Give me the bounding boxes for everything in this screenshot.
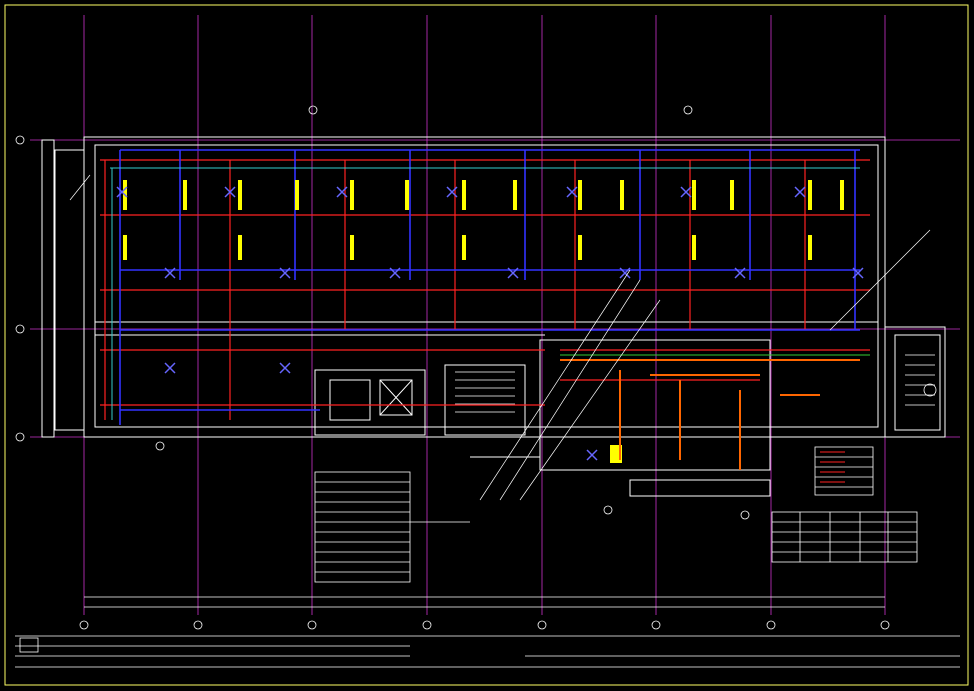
dimension-line xyxy=(84,596,885,608)
stair-icon xyxy=(455,354,935,413)
building-walls xyxy=(41,136,946,497)
title-block xyxy=(15,635,960,668)
drawing-border xyxy=(4,4,969,686)
schedule-table-left xyxy=(314,471,470,583)
north-arrow-icon xyxy=(923,383,937,397)
legend-table-right xyxy=(771,446,918,563)
piping xyxy=(560,359,860,470)
grid-rows xyxy=(30,139,960,438)
grid-bubbles xyxy=(15,105,890,630)
leader-lines xyxy=(69,174,931,501)
diffuser-icon xyxy=(116,186,864,461)
supply-ducts xyxy=(100,159,870,420)
cyan-lines xyxy=(110,167,860,420)
grid-columns xyxy=(83,15,886,615)
legend-swatches xyxy=(820,451,845,483)
